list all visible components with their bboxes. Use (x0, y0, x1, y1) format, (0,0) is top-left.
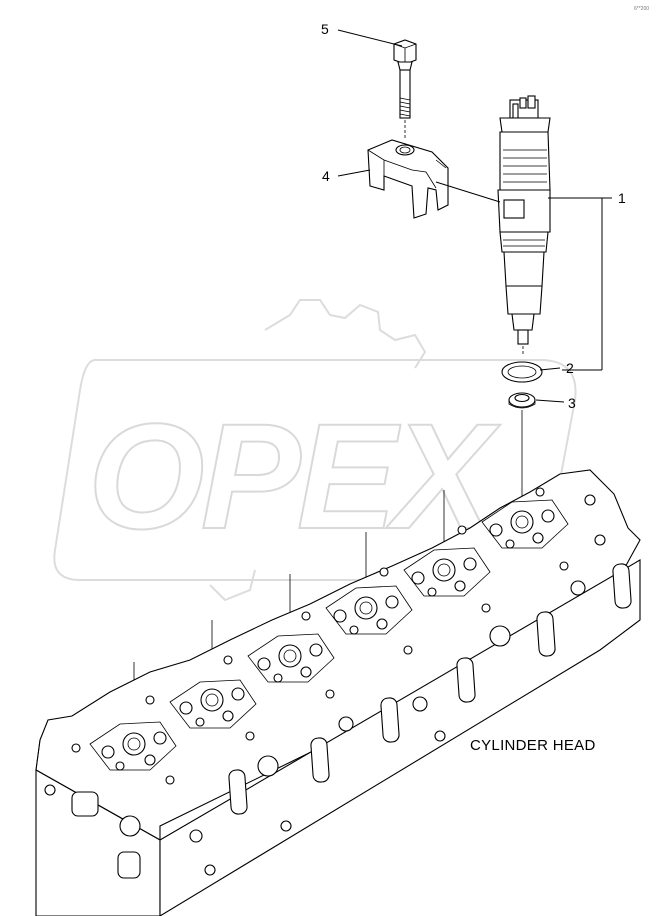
caption-cylinder-head: CYLINDER HEAD (470, 737, 596, 754)
corner-code: 6**200 (634, 6, 649, 12)
callout-1: 1 (618, 190, 626, 206)
cylinder-head (35, 469, 641, 916)
watermark-logo: OPEX (53, 299, 577, 602)
washer (508, 392, 536, 409)
cylinder-ports (89, 499, 569, 771)
o-ring (501, 361, 543, 383)
deck-bolt-holes (71, 487, 606, 785)
callout-4: 4 (322, 168, 330, 184)
bolt (393, 39, 417, 140)
injector (497, 95, 551, 356)
watermark-text: OPEX (88, 392, 501, 560)
callout-2: 2 (566, 360, 574, 376)
callout-5: 5 (321, 21, 329, 37)
clamp (367, 139, 449, 219)
callout-leaders (337, 29, 612, 403)
callout-3: 3 (568, 395, 576, 411)
